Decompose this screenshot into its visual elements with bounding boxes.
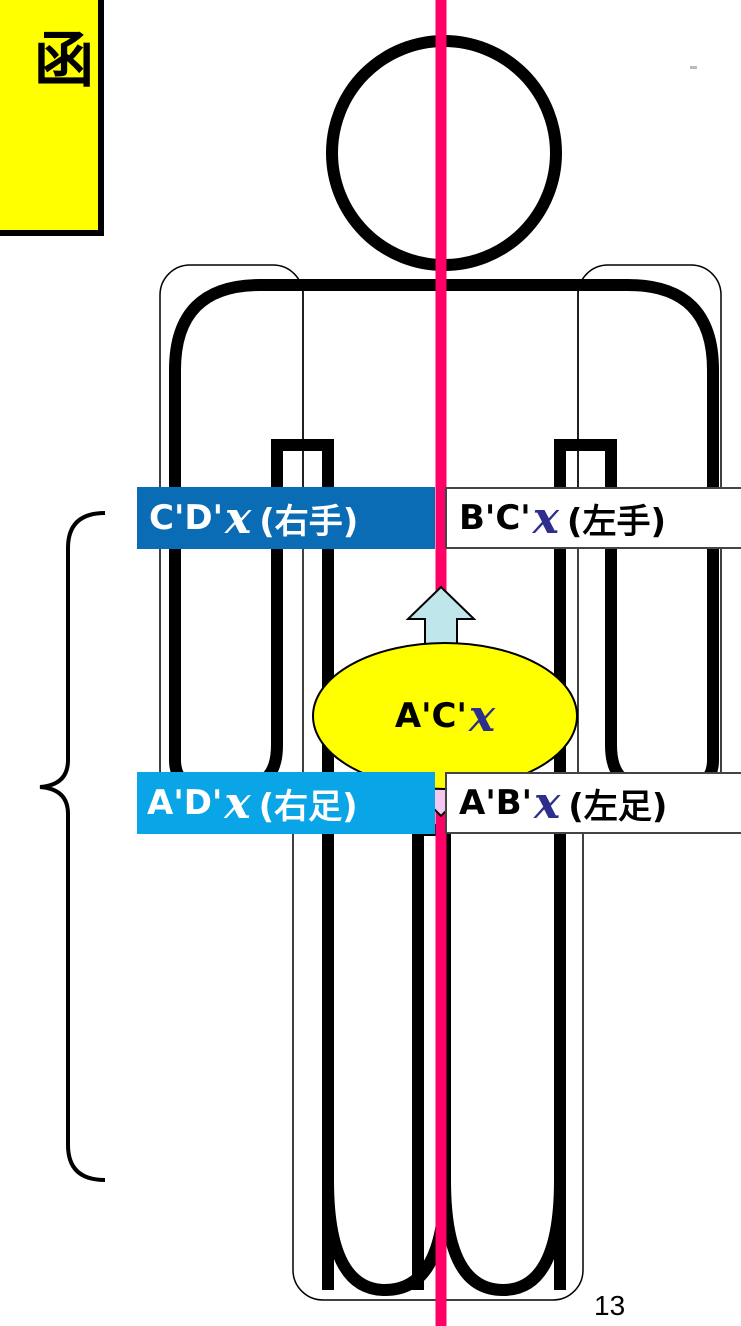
left-foot-prefix: A'B' xyxy=(459,783,533,823)
left-hand-var: x xyxy=(532,492,559,544)
left-arm-outline xyxy=(169,439,334,1290)
right-foot-var: x xyxy=(224,777,251,829)
right-hand-suffix: (右手) xyxy=(259,501,359,542)
left-foot-var: x xyxy=(534,777,561,829)
title-box: 函 xyxy=(0,0,104,236)
left-foot-suffix: (左足) xyxy=(568,786,668,827)
center-var: x xyxy=(468,690,496,742)
page-number: 13 xyxy=(594,1290,626,1321)
right-hand-prefix: C'D' xyxy=(149,498,223,538)
center-label: A'C'x xyxy=(313,643,577,789)
center-prefix: A'C' xyxy=(394,696,467,736)
up-arrow xyxy=(405,585,477,647)
curly-brace xyxy=(39,511,106,1182)
right-leg-outline xyxy=(439,1179,566,1297)
right-hand-var: x xyxy=(225,492,252,544)
title-text: 函 xyxy=(34,26,94,96)
right-foot-label: A'D'x(右足) xyxy=(137,772,435,834)
right-foot-prefix: A'D' xyxy=(147,783,223,823)
left-hand-prefix: B'C' xyxy=(459,498,531,538)
left-hand-label: B'C'x(左手) xyxy=(445,487,741,549)
left-hand-suffix: (左手) xyxy=(566,501,666,542)
left-leg-outline xyxy=(322,824,451,1297)
left-foot-label: A'B'x(左足) xyxy=(445,772,741,834)
right-hand-label: C'D'x(右手) xyxy=(137,487,435,549)
small-mark xyxy=(690,66,697,69)
right-foot-suffix: (右足) xyxy=(258,786,358,827)
